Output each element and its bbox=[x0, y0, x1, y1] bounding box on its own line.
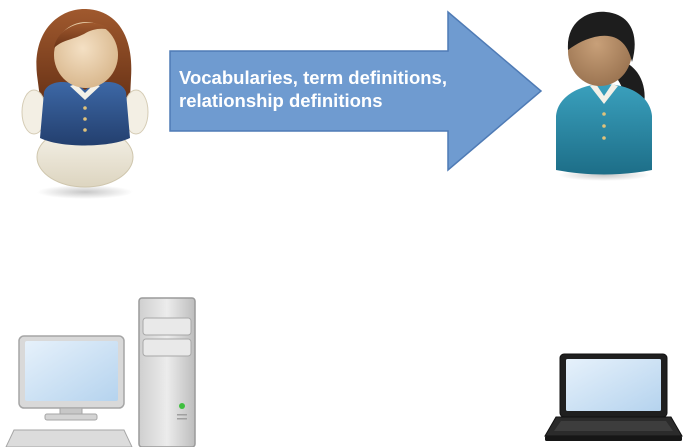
desktop-computer-icon bbox=[5, 297, 196, 447]
arrow-label-line-1: Vocabularies, term definitions, bbox=[179, 67, 447, 88]
transfer-arrow bbox=[169, 10, 543, 172]
laptop-icon bbox=[544, 353, 683, 441]
arrow-label-line-2: relationship definitions bbox=[179, 90, 383, 111]
sender-person-icon bbox=[21, 8, 149, 199]
arrow-label: Vocabularies, term definitions, relation… bbox=[179, 66, 509, 112]
receiver-person-icon bbox=[556, 11, 652, 181]
